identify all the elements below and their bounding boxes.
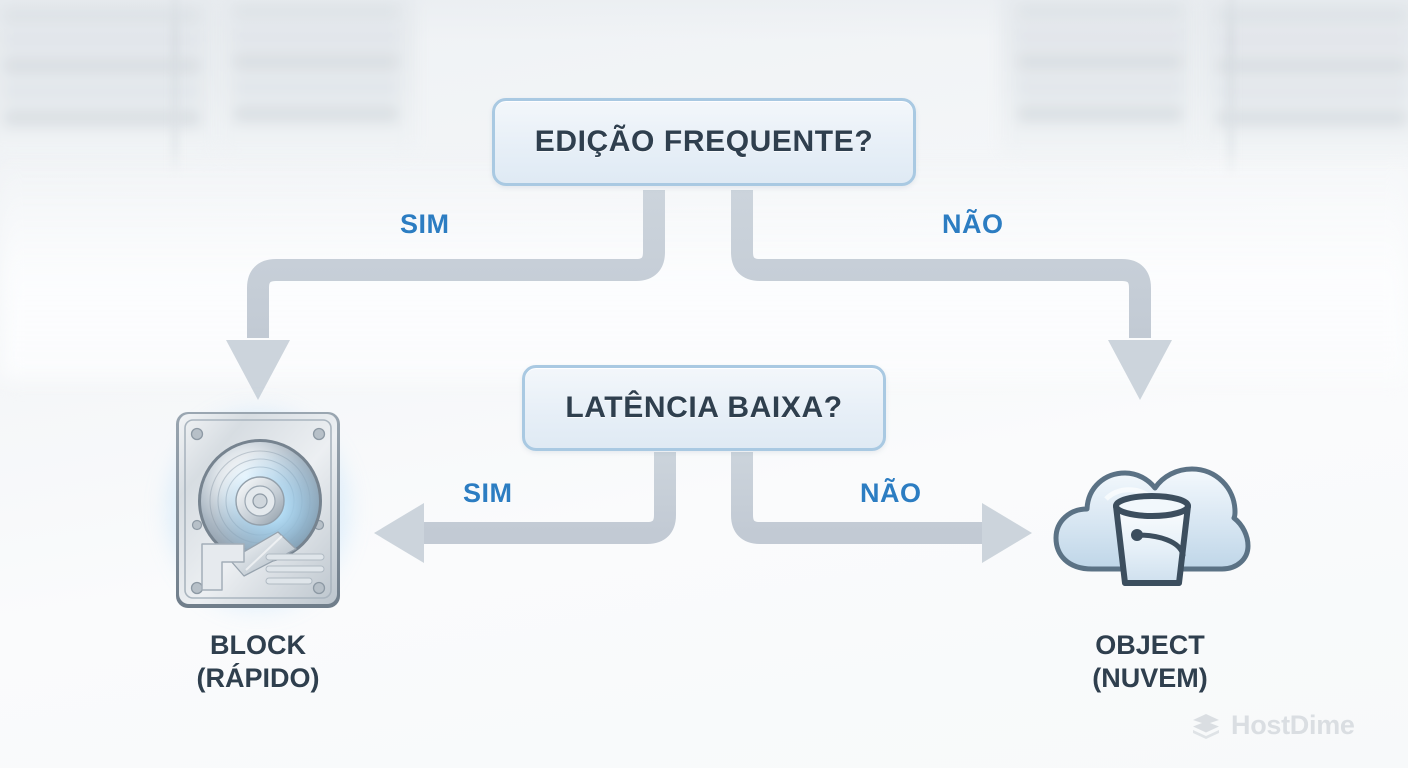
drive-bracket xyxy=(201,543,245,591)
rack-divider-left xyxy=(172,0,178,173)
outcome-object[interactable] xyxy=(1046,443,1256,599)
top-vignette xyxy=(0,0,1408,40)
drive-screws xyxy=(190,427,326,595)
outcome-block[interactable] xyxy=(158,401,358,619)
branch-label-bottom-no: NÃO xyxy=(860,478,922,508)
branch-label-bottom-yes: SIM xyxy=(463,478,513,508)
outcome-label-line2: (NUVEM) xyxy=(1092,662,1208,693)
decision-box-latencia-baixa[interactable]: LATÊNCIA BAIXA? xyxy=(522,365,886,451)
connector-top-no xyxy=(731,190,1172,400)
drive-stripes xyxy=(265,553,325,585)
connector-bottom-yes xyxy=(374,452,676,563)
cloud-bucket-icon xyxy=(1053,466,1251,586)
connector-bottom-no xyxy=(731,452,1032,563)
bucket-rim xyxy=(1113,493,1191,519)
decision-label: EDIÇÃO FREQUENTE? xyxy=(534,125,874,158)
bucket-handle-pivot xyxy=(1131,529,1143,541)
outcome-label-block: BLOCK (RÁPIDO) xyxy=(140,629,376,695)
rack-divider-right xyxy=(1228,0,1234,173)
outcome-label-object: OBJECT (NUVEM) xyxy=(1032,629,1268,695)
outcome-label-line1: OBJECT xyxy=(1095,630,1205,660)
outcome-label-line2: (RÁPIDO) xyxy=(196,662,320,693)
connector-top-yes xyxy=(226,190,665,400)
hostdime-stack-logo-icon xyxy=(1193,713,1219,739)
decision-label: LATÊNCIA BAIXA? xyxy=(565,391,843,424)
branch-label-top-no: NÃO xyxy=(942,209,1004,239)
branch-label-top-yes: SIM xyxy=(400,209,450,239)
outcome-label-line1: BLOCK xyxy=(210,630,306,660)
decision-box-edicao-frequente[interactable]: EDIÇÃO FREQUENTE? xyxy=(492,98,916,186)
hard-drive-icon xyxy=(176,412,340,608)
hostdime-wordmark: HostDime xyxy=(1231,710,1355,740)
hostdime-logo: HostDime xyxy=(1190,710,1355,741)
